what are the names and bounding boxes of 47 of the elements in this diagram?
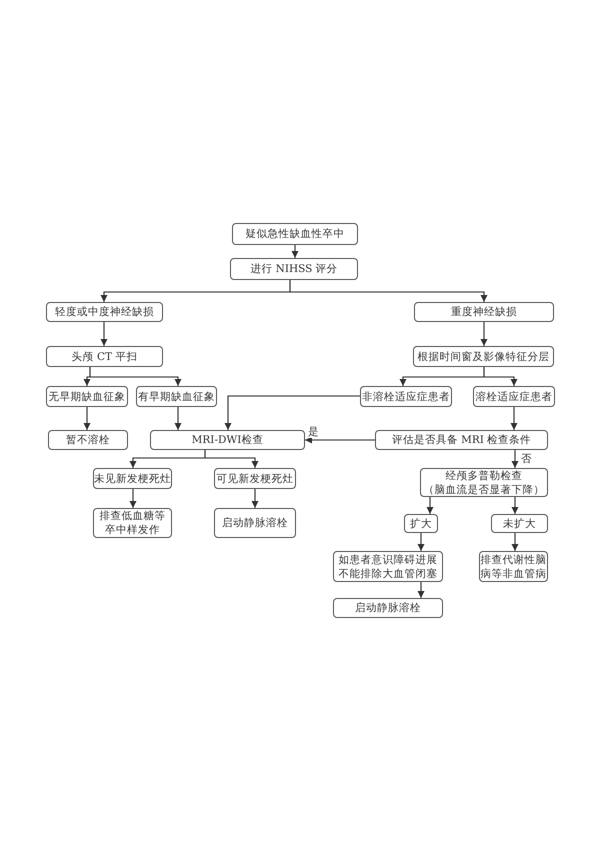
arrow [480, 322, 488, 346]
arrow [224, 395, 360, 430]
process-box: 无早期缺血征象 [46, 386, 128, 407]
process-box: 启动静脉溶栓 [214, 508, 296, 538]
process-box [420, 468, 548, 497]
arrow [100, 322, 108, 346]
arrow [289, 280, 488, 302]
process-box: 轻度或中度神经缺损 [46, 302, 163, 322]
process-box: 评估是否具备 MRI 检查条件 [375, 430, 548, 450]
arrow [252, 489, 258, 508]
arrow [305, 436, 375, 444]
edge-label: 否 [520, 453, 533, 465]
process-box: 进行 NIHSS 评分 [230, 258, 358, 280]
arrow [174, 407, 182, 430]
arrow [418, 533, 424, 551]
box-note: （脑血流是否显著下降） [424, 482, 544, 496]
process-box: 溶栓适应症患者 [473, 386, 555, 407]
arrow [512, 533, 518, 551]
process-box: 重度神经缺损 [414, 302, 554, 322]
process-box: MRI-DWI检查 [150, 430, 305, 450]
process-box: 非溶栓适应症患者 [360, 386, 452, 407]
process-box: 未见新发梗死灶 [93, 468, 172, 489]
process-box: 可见新发梗死灶 [214, 468, 296, 489]
process-box: 启动静脉溶栓 [333, 598, 443, 618]
arrow [89, 367, 182, 386]
arrow [292, 245, 298, 258]
process-box: 头颅 CT 平扫 [46, 346, 163, 367]
box-heading: 经颅多普勒检查 [446, 468, 522, 482]
process-box: 未扩大 [491, 514, 548, 533]
arrow [130, 489, 136, 508]
process-box: 有早期缺血征象 [136, 386, 217, 407]
process-box: 如患者意识障碍进展不能排除大血管闭塞 [333, 551, 443, 582]
arrow [84, 407, 90, 430]
arrow [510, 407, 518, 430]
process-box: 排查低血糖等卒中样发作 [93, 508, 172, 538]
arrow [512, 497, 518, 514]
edge-label: 是 [307, 426, 320, 438]
arrow [512, 450, 518, 468]
process-box: 暂不溶栓 [48, 430, 128, 450]
process-box: 扩大 [404, 514, 438, 533]
arrow [204, 450, 258, 468]
arrow [418, 582, 424, 598]
process-box: 排查代谢性脑病等非血管病 [479, 551, 548, 582]
arrow [483, 367, 518, 386]
arrow [426, 497, 434, 514]
process-box: 根据时间窗及影像特征分层 [413, 346, 554, 367]
process-box: 疑似急性缺血性卒中 [232, 223, 358, 245]
